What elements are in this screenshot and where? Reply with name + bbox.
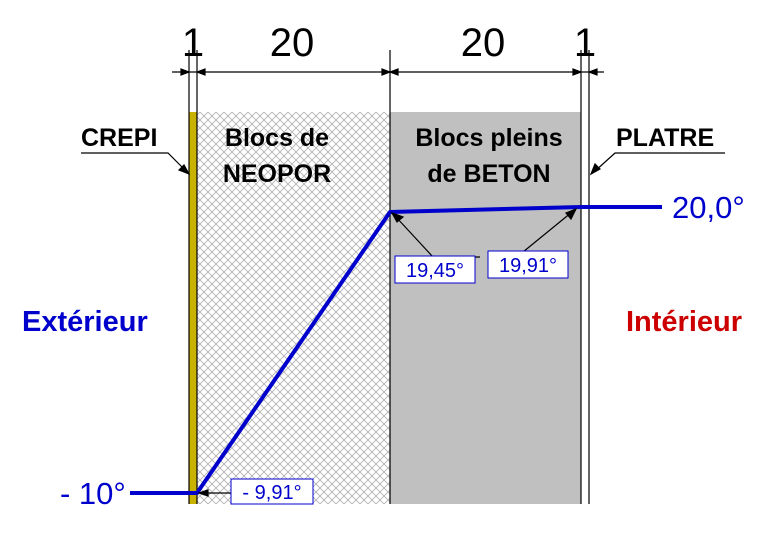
- label-platre: PLATRE: [616, 124, 714, 152]
- label-neopor-line2: NEOPOR: [223, 160, 331, 188]
- platre-layer: [581, 112, 589, 504]
- beton-layer: [390, 112, 581, 504]
- label-interior: Intérieur: [626, 306, 742, 338]
- crepi-layer: [189, 112, 197, 504]
- label-beton-line1: Blocs pleins: [415, 124, 562, 152]
- temperature-crepi-neopor: - 9,91°: [242, 482, 301, 504]
- dimension-crepi: 1: [182, 21, 204, 65]
- label-leaders: [81, 152, 725, 176]
- callout-beton-platre: 19,91°: [487, 250, 569, 279]
- dimension-platre: 1: [574, 21, 596, 65]
- label-beton-line2: de BETON: [427, 160, 550, 188]
- layer-boundaries: [188, 50, 590, 504]
- label-crepi: CREPI: [81, 124, 157, 152]
- label-neopor-line1: Blocs de: [225, 124, 329, 152]
- neopor-layer: [197, 112, 390, 504]
- dimension-beton: 20: [461, 21, 506, 65]
- callout-neopor-beton: 19,45°: [394, 255, 476, 284]
- dimension-line: [172, 68, 604, 76]
- temperature-inside: 20,0°: [672, 190, 745, 225]
- label-exterior: Extérieur: [22, 306, 148, 338]
- callout-crepi-neopor: - 9,91°: [230, 478, 314, 505]
- dimension-neopor: 20: [270, 21, 315, 65]
- temperature-neopor-beton: 19,45°: [406, 260, 464, 282]
- temperature-profile: [130, 205, 662, 495]
- temperature-outside: - 10°: [60, 476, 126, 511]
- temperature-beton-platre: 19,91°: [499, 255, 557, 277]
